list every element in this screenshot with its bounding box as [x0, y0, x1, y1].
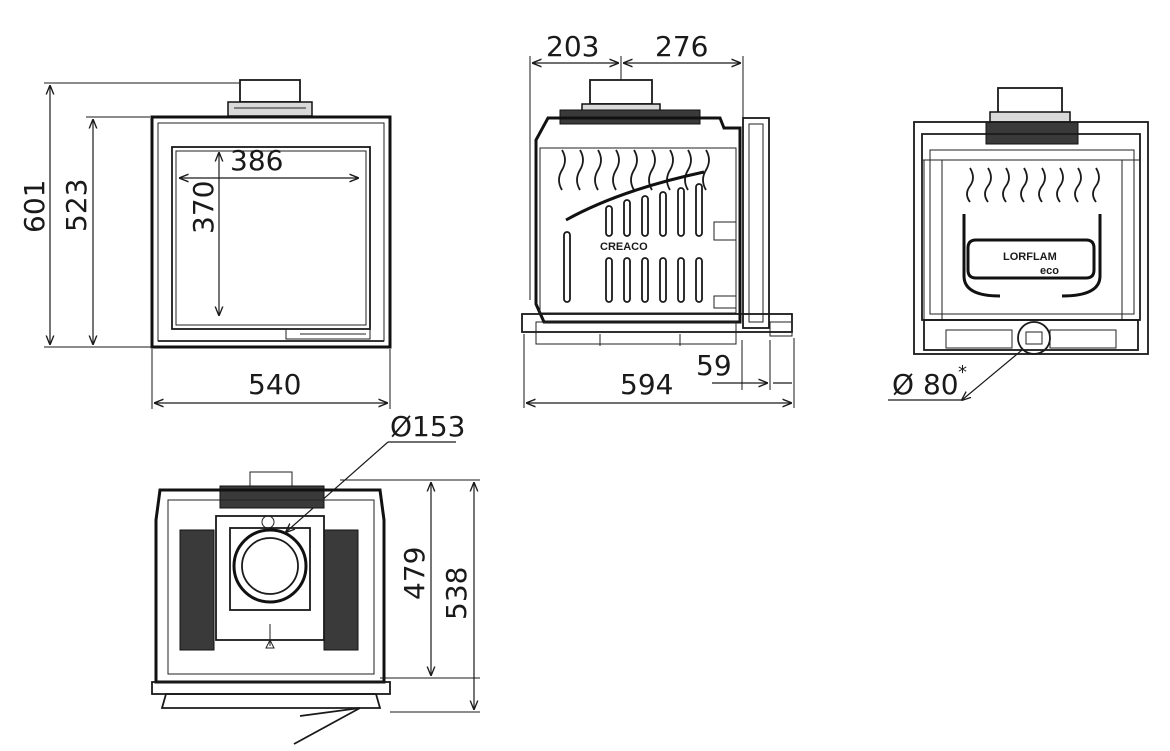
dim-203-label: 203	[546, 30, 599, 63]
top-flue-outlet	[232, 528, 308, 604]
top-side-fins	[179, 529, 359, 651]
dim-370-label: 370	[187, 181, 220, 234]
dim-523-label: 523	[60, 179, 93, 232]
dim-276-label: 276	[655, 30, 708, 63]
back-logo: LORFLAM	[1003, 251, 1057, 263]
dim-59-label: 59	[696, 349, 732, 382]
back-logo-sub: eco	[1040, 265, 1059, 277]
dim-386-label: 386	[230, 144, 283, 177]
front-view: 386 370 601 523 540	[18, 79, 392, 409]
side-logo: CREACO	[600, 241, 648, 253]
dim-594-label: 594	[620, 368, 673, 401]
dim-80-label: Ø 80	[892, 368, 959, 401]
front-glass	[171, 146, 371, 330]
side-body	[534, 116, 742, 324]
back-view: LORFLAM eco Ø 80 *	[888, 87, 1149, 401]
front-flue-collar	[227, 79, 313, 117]
dim-601-label: 601	[18, 180, 51, 233]
dim-153-leader	[286, 441, 389, 532]
dim-80-leader	[962, 349, 1023, 400]
dim-540-label: 540	[248, 368, 301, 401]
top-flue-plate	[215, 515, 325, 641]
dim-538-label: 538	[440, 567, 473, 620]
dim-479-label: 479	[398, 547, 431, 600]
back-fins	[966, 167, 1100, 203]
side-view: 203 276	[521, 30, 795, 408]
side-slots	[563, 183, 703, 303]
top-view: Ø153 479 538	[151, 410, 480, 745]
back-air-inlet	[1017, 321, 1051, 355]
side-front-door	[742, 117, 770, 329]
dim-80-note: *	[958, 362, 967, 383]
dim-153-label: Ø153	[390, 410, 465, 443]
front-bottom-control	[158, 328, 384, 342]
front-outer-frame	[150, 115, 392, 349]
side-cast-fins	[558, 149, 710, 191]
